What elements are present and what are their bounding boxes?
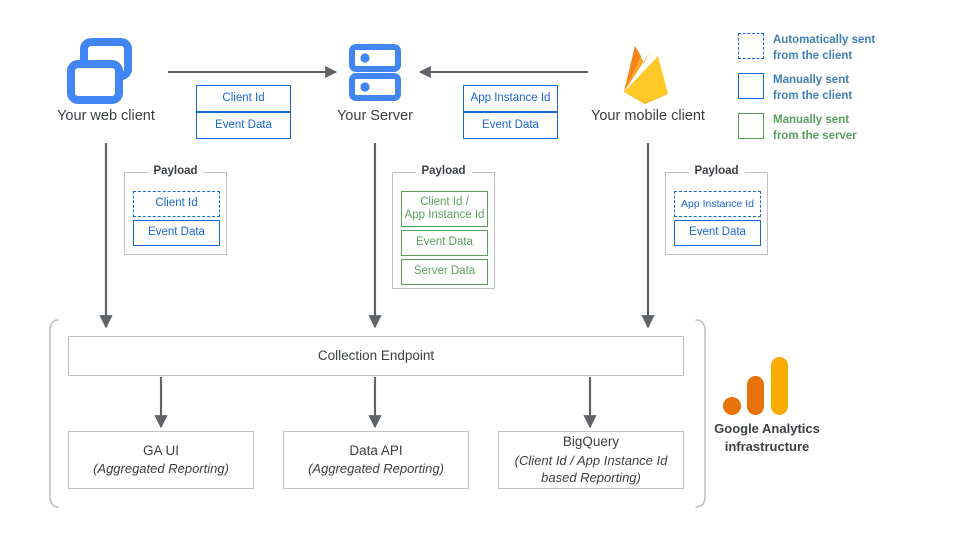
payload-web-title: Payload [147, 165, 204, 177]
payload-server-item-server-data: Server Data [401, 259, 488, 285]
transit-box-app-instance-id: App Instance Id [463, 85, 558, 112]
node-label-web-client: Your web client [57, 108, 155, 124]
legend-label-automatic-client: Automatically sent from the client [773, 33, 875, 64]
payload-web-item-client-id: Client Id [133, 191, 220, 217]
payload-mobile-item-event-data: Event Data [674, 220, 761, 246]
server-icon [349, 44, 401, 101]
collection-endpoint-label: Collection Endpoint [317, 347, 435, 363]
legend-label-manual-server: Manually sent from the server [773, 113, 857, 144]
ga-infrastructure-caption-line1: Google Analytics [714, 421, 820, 436]
output-box-bigquery: BigQuery (Client Id / App Instance Id ba… [498, 431, 684, 489]
legend-label-manual-client-line2: from the client [773, 89, 853, 102]
output-box-ga-ui: GA UI (Aggregated Reporting) [68, 431, 254, 489]
google-analytics-icon [723, 357, 788, 415]
output-ga-ui-subtitle: (Aggregated Reporting) [93, 461, 229, 477]
payload-server-item-ids-line2: App Instance Id [404, 209, 485, 221]
output-box-data-api: Data API (Aggregated Reporting) [283, 431, 469, 489]
output-ga-ui-title: GA UI [142, 443, 179, 459]
payload-web-item-event-data: Event Data [133, 220, 220, 246]
output-bigquery-subtitle-line2: based Reporting) [541, 470, 641, 486]
transit-box-event-data-mobile: Event Data [463, 112, 558, 139]
legend-swatch-dashed-blue [738, 33, 764, 59]
legend-label-automatic-client-line2: from the client [773, 49, 853, 62]
output-bigquery-subtitle-line1: (Client Id / App Instance Id [514, 452, 668, 468]
node-server: Your Server [315, 36, 435, 124]
transit-box-client-id: Client Id [196, 85, 291, 112]
legend-item-manual-server: Manually sent from the server [738, 113, 857, 144]
payload-server: Payload Client Id / App Instance Id Even… [392, 165, 495, 289]
node-mobile-client: Your mobile client [588, 36, 708, 124]
output-data-api-subtitle: (Aggregated Reporting) [308, 461, 444, 477]
payload-mobile-item-app-instance-id: App Instance Id [674, 191, 761, 217]
output-bigquery-title: BigQuery [562, 434, 620, 450]
legend-item-automatic-client: Automatically sent from the client [738, 33, 875, 64]
transit-box-event-data-web: Event Data [196, 112, 291, 139]
legend-item-manual-client: Manually sent from the client [738, 73, 852, 104]
legend-swatch-solid-blue [738, 73, 764, 99]
ga-infrastructure-caption: Google Analytics infrastructure [707, 420, 827, 455]
payload-mobile: Payload App Instance Id Event Data [665, 165, 768, 255]
ga-infrastructure-caption-line2: infrastructure [724, 438, 810, 454]
firebase-icon [624, 46, 668, 104]
legend-label-manual-server-line2: from the server [773, 129, 857, 142]
output-data-api-title: Data API [349, 443, 403, 459]
node-web-client: Your web client [46, 36, 166, 124]
collection-endpoint-box: Collection Endpoint [68, 336, 684, 376]
payload-web: Payload Client Id Event Data [124, 165, 227, 255]
payload-server-item-event-data: Event Data [401, 230, 488, 256]
google-analytics-infrastructure: Google Analytics infrastructure [707, 352, 827, 455]
web-client-icon [67, 38, 132, 104]
legend-label-manual-client-line1: Manually sent [773, 74, 850, 86]
legend-label-manual-client: Manually sent from the client [773, 73, 852, 104]
payload-mobile-title: Payload [688, 165, 745, 177]
legend-swatch-solid-green [738, 113, 764, 139]
payload-server-item-ids-line1: Client Id / [420, 195, 469, 208]
payload-server-item-ids: Client Id / App Instance Id [401, 191, 488, 227]
legend-label-manual-server-line1: Manually sent [773, 114, 850, 126]
payload-server-title: Payload [415, 165, 472, 177]
node-label-mobile-client: Your mobile client [591, 108, 705, 124]
node-label-server: Your Server [336, 108, 414, 124]
legend-label-automatic-client-line1: Automatically sent [773, 34, 876, 46]
